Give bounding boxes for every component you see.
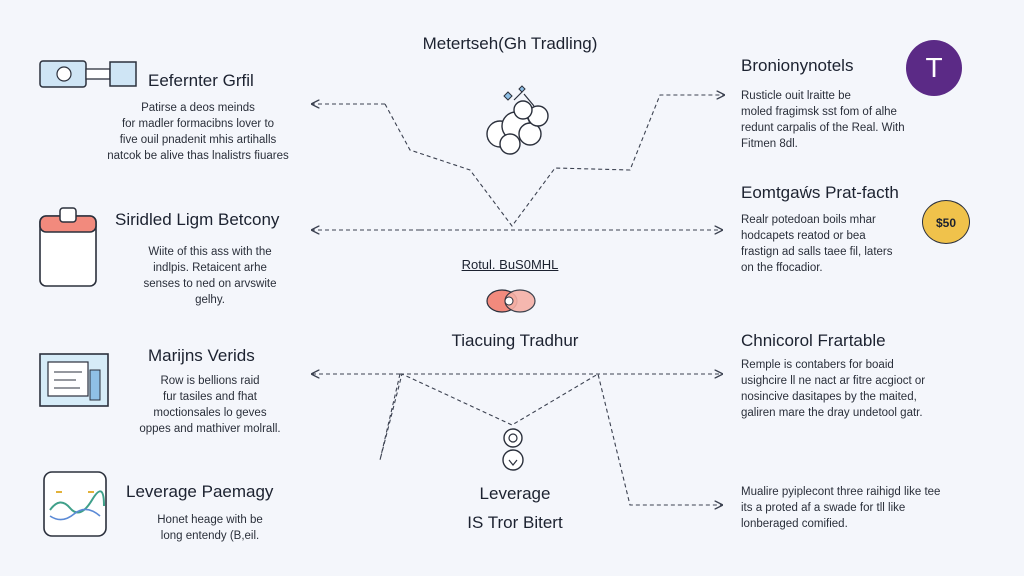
diagram-title: Metertseh(Gh Tradling) xyxy=(422,34,598,53)
chart-icon xyxy=(43,471,107,537)
left-heading-1: Eefernter Grfil xyxy=(148,71,254,90)
coin-icon: $50 xyxy=(922,200,970,244)
monitor-icon xyxy=(39,353,109,407)
clipboard-icon xyxy=(39,207,97,287)
bottom-subtitle: IS Tror Bitert xyxy=(467,513,563,532)
connector-bottom-v xyxy=(379,373,722,505)
right-heading-3: Chnicorol Frartable xyxy=(741,331,886,350)
left-heading-2: Siridled Ligm Betcony xyxy=(115,210,280,229)
connector-top-v xyxy=(384,95,724,227)
bulb-icon xyxy=(502,428,524,471)
left-heading-4: Leverage Paemagy xyxy=(126,482,274,501)
left-heading-3: Marijns Verids xyxy=(148,346,255,365)
bottom-title: Leverage xyxy=(479,484,551,503)
right-heading-2: Eomtgaẃs Prat-facth xyxy=(741,183,899,202)
right-desc-4: Mualire pyiplecont three raihigd like te… xyxy=(741,486,941,530)
right-heading-1: Bronionynotels xyxy=(741,56,854,75)
plug-icon xyxy=(39,60,137,88)
hub-label: Rotul. BuS0MHL xyxy=(461,257,559,272)
hub-icon xyxy=(486,289,536,313)
center-node-title: Tiacuing Tradhur xyxy=(451,331,579,350)
letter-t-icon: T xyxy=(906,40,962,96)
brain-cloud-icon xyxy=(486,85,549,155)
